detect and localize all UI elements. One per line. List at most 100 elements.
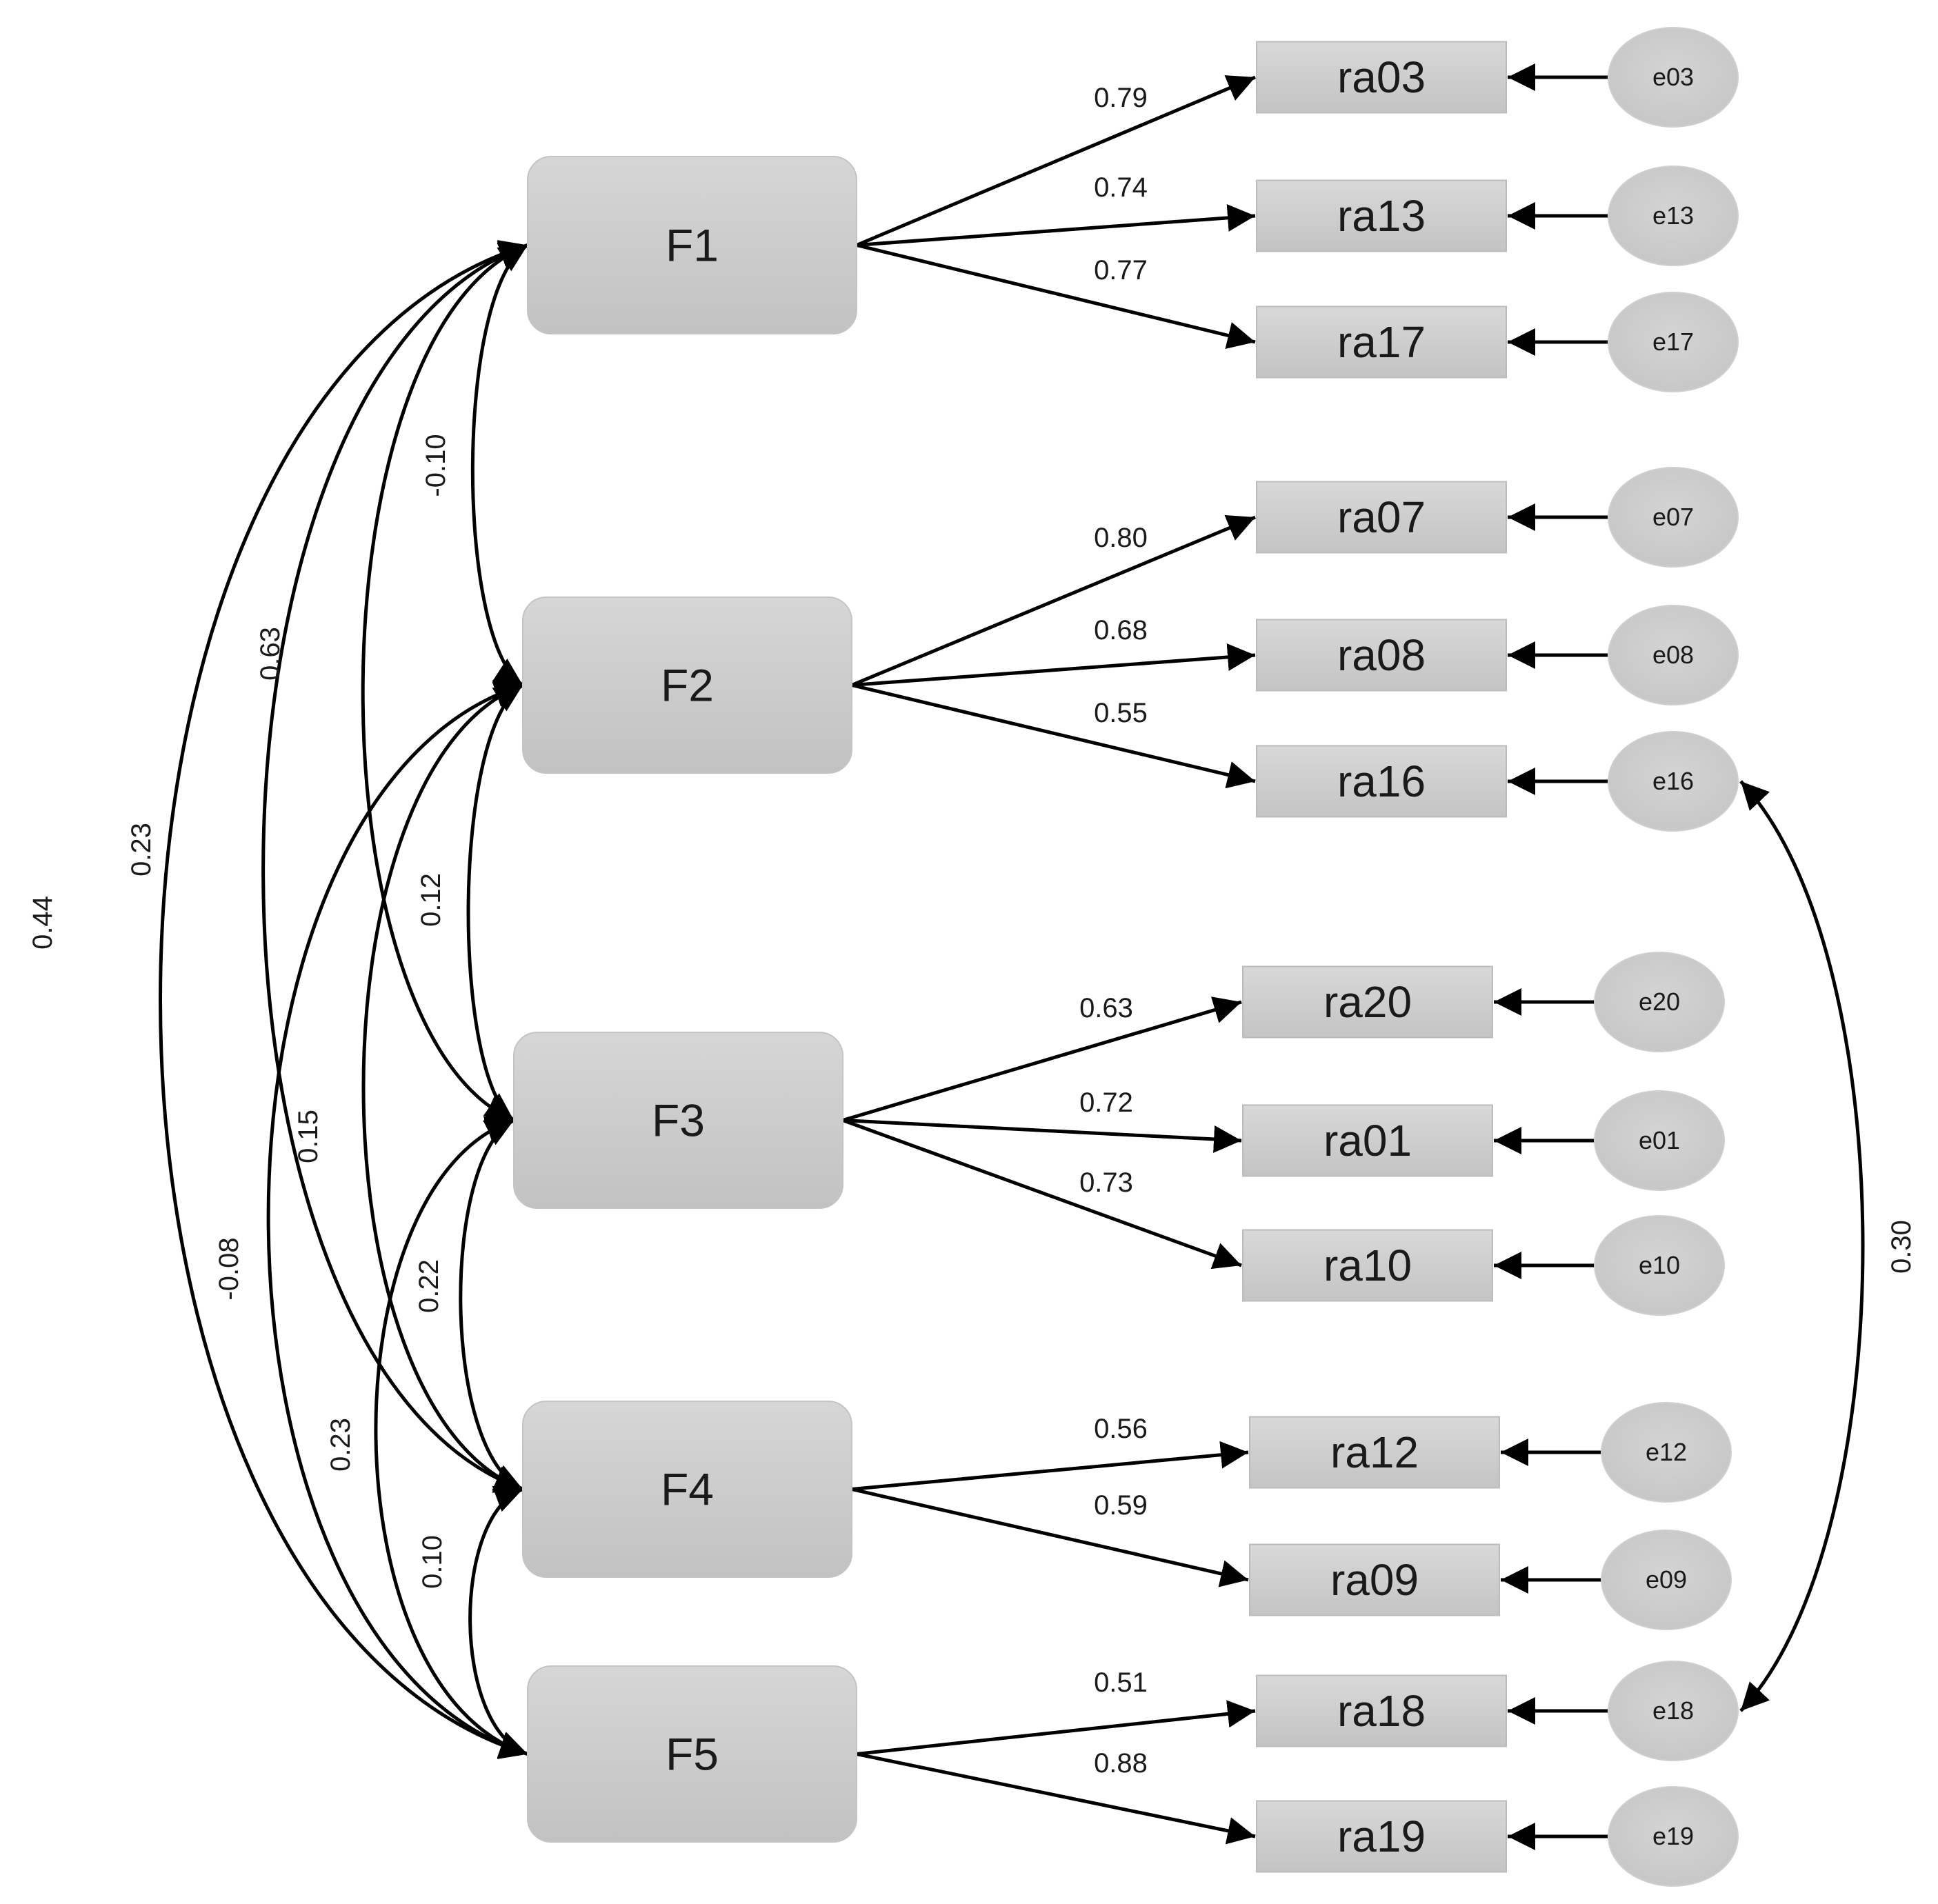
error-node-e19	[1608, 1786, 1739, 1887]
error-node-e08	[1608, 605, 1739, 705]
loading-arrow-ra19	[856, 1752, 1256, 1845]
item-node-ra18	[1256, 1674, 1507, 1747]
error-label-e19: e19	[1652, 1822, 1694, 1850]
loading-value-ra07: 0.80	[1094, 523, 1148, 553]
loading-arrow-ra18	[856, 1700, 1256, 1756]
factor-label-f5: F5	[666, 1729, 719, 1780]
item-node-ra17	[1256, 305, 1507, 379]
error-label-e09: e09	[1646, 1565, 1687, 1594]
loading-value-ra10: 0.73	[1079, 1168, 1133, 1198]
error-covariance-arrow-e16-e18	[1739, 780, 1865, 1712]
loading-arrow-ra12	[851, 1441, 1249, 1491]
error-node-e18	[1608, 1661, 1739, 1761]
error-covariance-group	[1739, 780, 1865, 1712]
loading-value-ra01: 0.72	[1079, 1088, 1133, 1118]
factor-label-f2: F2	[661, 660, 714, 711]
loading-value-ra08: 0.68	[1094, 615, 1148, 645]
loading-arrow-ra09	[851, 1487, 1249, 1587]
error-node-e09	[1601, 1530, 1732, 1630]
factor-node-f1	[527, 156, 857, 334]
factor-node-f3	[513, 1032, 843, 1209]
factor-node-f4	[522, 1401, 852, 1578]
error-node-e17	[1608, 292, 1739, 392]
item-label-ra20: ra20	[1323, 977, 1412, 1027]
error-label-e20: e20	[1639, 988, 1680, 1016]
covariance-value-f2-f3: 0.12	[416, 873, 446, 927]
item-label-ra07: ra07	[1337, 492, 1426, 542]
error-label-e17: e17	[1652, 328, 1694, 356]
loading-arrow-ra03	[856, 75, 1256, 247]
error-node-e13	[1608, 166, 1739, 266]
factor-label-f3: F3	[652, 1095, 705, 1146]
item-node-ra12	[1249, 1416, 1500, 1489]
loading-arrow-ra07	[851, 514, 1256, 687]
loading-value-ra12: 0.56	[1094, 1414, 1148, 1444]
error-label-e01: e01	[1639, 1126, 1680, 1154]
loading-value-ra09: 0.59	[1094, 1490, 1148, 1521]
loading-value-ra18: 0.51	[1094, 1667, 1148, 1698]
error-node-e20	[1594, 952, 1725, 1052]
error-label-e12: e12	[1646, 1438, 1687, 1466]
loading-arrow-ra17	[856, 243, 1256, 349]
error-node-e10	[1594, 1215, 1725, 1316]
loading-arrow-ra20	[842, 996, 1242, 1122]
error-node-e16	[1608, 731, 1739, 832]
item-label-ra09: ra09	[1330, 1555, 1419, 1605]
item-node-ra19	[1256, 1800, 1507, 1873]
covariance-value-f4-f5: 0.10	[417, 1535, 448, 1589]
error-arrows-group	[1494, 63, 1608, 1850]
item-label-ra12: ra12	[1330, 1427, 1419, 1477]
error-label-e08: e08	[1652, 641, 1694, 669]
item-label-ra16: ra16	[1337, 756, 1426, 806]
loading-arrow-ra16	[851, 683, 1256, 789]
item-label-ra01: ra01	[1323, 1116, 1412, 1165]
loading-arrow-ra13	[856, 203, 1256, 247]
covariance-arrow-f1-f4	[261, 241, 528, 1493]
factor-covariance-group	[159, 240, 529, 1759]
item-label-ra08: ra08	[1337, 630, 1426, 680]
item-node-ra20	[1242, 965, 1493, 1039]
error-node-e03	[1608, 27, 1739, 128]
error-label-e16: e16	[1652, 767, 1694, 795]
covariance-value-f3-f5: 0.23	[326, 1418, 356, 1472]
covariance-value-f1-f3: 0.63	[255, 627, 286, 681]
covariance-arrow-f4-f5	[468, 1485, 528, 1758]
item-label-ra03: ra03	[1337, 52, 1426, 102]
covariance-value-f1-f5: 0.44	[28, 896, 58, 950]
error-node-e12	[1601, 1402, 1732, 1503]
loading-arrow-ra01	[842, 1119, 1242, 1153]
item-node-ra16	[1256, 745, 1507, 818]
covariance-arrow-f2-f4	[361, 682, 523, 1492]
covariance-value-f1-f2: -0.10	[421, 434, 451, 497]
error-label-e18: e18	[1652, 1696, 1694, 1725]
error-label-e07: e07	[1652, 503, 1694, 531]
coefficient-labels-group: 0.790.740.770.800.680.550.630.720.730.56…	[28, 83, 1917, 1778]
factor-label-f4: F4	[661, 1464, 714, 1515]
item-label-ra10: ra10	[1323, 1241, 1412, 1290]
covariance-arrow-f1-f5	[159, 240, 528, 1759]
item-label-ra13: ra13	[1337, 191, 1426, 241]
factor-node-f5	[527, 1665, 857, 1843]
item-node-ra13	[1256, 179, 1507, 252]
item-label-ra18: ra18	[1337, 1686, 1426, 1736]
item-label-ra17: ra17	[1337, 317, 1426, 367]
loading-value-ra20: 0.63	[1079, 993, 1133, 1023]
item-node-ra03	[1256, 41, 1507, 114]
loading-arrow-ra10	[842, 1119, 1242, 1270]
loading-value-ra19: 0.88	[1094, 1748, 1148, 1778]
item-node-ra10	[1242, 1229, 1493, 1302]
item-node-ra07	[1256, 481, 1507, 554]
error-label-e13: e13	[1652, 201, 1694, 230]
loading-arrows-group	[842, 75, 1256, 1845]
loading-arrow-ra08	[851, 643, 1256, 687]
error-covariance-value-e16-e18: 0.30	[1886, 1220, 1917, 1274]
loading-value-ra17: 0.77	[1094, 255, 1148, 285]
error-label-e03: e03	[1652, 63, 1694, 91]
covariance-arrow-f1-f2	[470, 243, 529, 687]
covariance-arrow-f1-f3	[361, 243, 528, 1122]
covariance-value-f3-f4: 0.22	[414, 1259, 444, 1313]
covariance-arrow-f2-f5	[266, 680, 528, 1759]
error-node-e07	[1608, 467, 1739, 568]
